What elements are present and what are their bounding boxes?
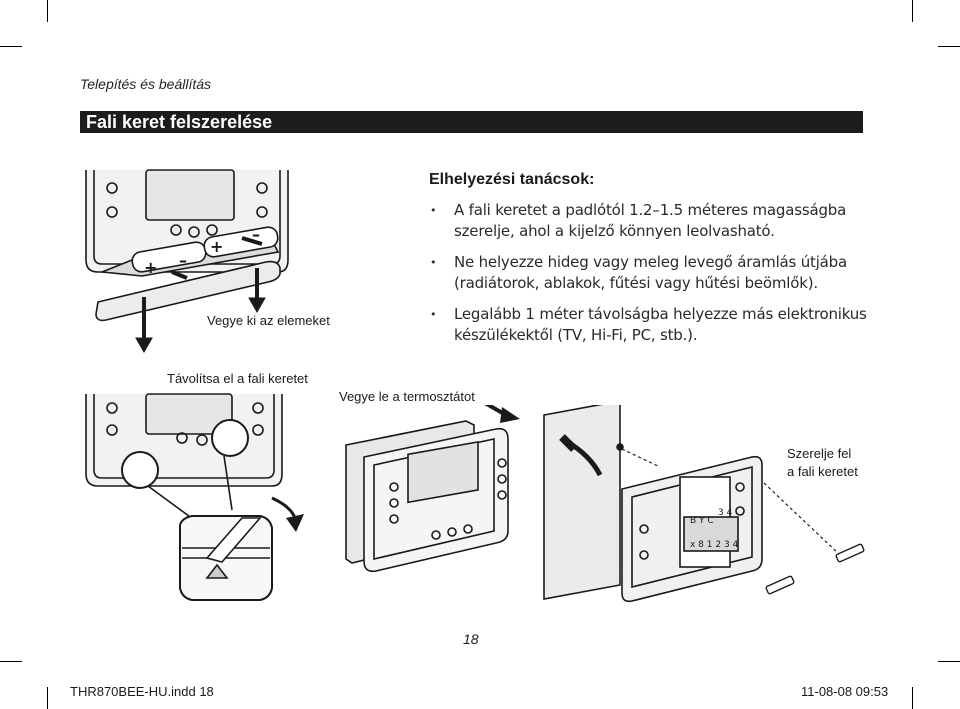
svg-text:+: + [210, 237, 223, 256]
tip-item: •Ne helyezze hideg vagy meleg levegő ára… [430, 253, 847, 292]
page-number: 18 [463, 631, 479, 647]
crop-mark [912, 0, 913, 22]
remove-batteries-label: Vegye ki az elemeket [207, 313, 330, 328]
bullet-icon: • [430, 204, 437, 217]
section-header: Telepítés és beállítás [80, 76, 212, 92]
crop-mark [47, 0, 48, 22]
svg-text:3 4: 3 4 [718, 508, 733, 518]
crop-mark [938, 46, 960, 47]
svg-text:–: – [252, 225, 260, 244]
svg-text:B Y C: B Y C [690, 516, 714, 526]
tips-heading: Elhelyezési tanácsok: [429, 171, 595, 188]
svg-text:–: – [179, 251, 187, 270]
mount-frame-label-2: a fali keretet [787, 464, 858, 479]
remove-thermostat-label: Vegye le a termosztátot [339, 389, 475, 404]
title-bar: Fali keret felszerelése [80, 111, 863, 133]
crop-mark [912, 687, 913, 709]
footer-file: THR870BEE-HU.indd 18 [70, 684, 214, 699]
crop-mark [47, 687, 48, 709]
remove-thermostat-illustration [345, 405, 520, 573]
bullet-icon: • [430, 256, 437, 269]
remove-frame-illustration [85, 393, 304, 601]
tips-list: •A fali keretet a padlótól 1.2–1.5 méter… [429, 200, 869, 356]
footer-date: 11-08-08 09:53 [801, 684, 889, 699]
bullet-icon: • [430, 308, 437, 321]
tip-item: •A fali keretet a padlótól 1.2–1.5 méter… [430, 201, 847, 240]
remove-batteries-illustration: + – + – [85, 169, 289, 354]
svg-text:+: + [144, 258, 157, 277]
crop-mark [0, 46, 22, 47]
tip-item: •Legalább 1 méter távolságba helyezze má… [430, 305, 867, 344]
mount-frame-illustration: B Y C 3 4 x 8 1 2 3 4 [543, 405, 865, 603]
crop-mark [938, 661, 960, 662]
page-title: Fali keret felszerelése [86, 112, 273, 132]
mount-frame-label-1: Szerelje fel [787, 446, 852, 461]
svg-text:x 8 1 2 3 4: x 8 1 2 3 4 [690, 540, 739, 550]
crop-mark [0, 661, 22, 662]
remove-frame-label: Távolítsa el a fali keretet [167, 371, 308, 386]
